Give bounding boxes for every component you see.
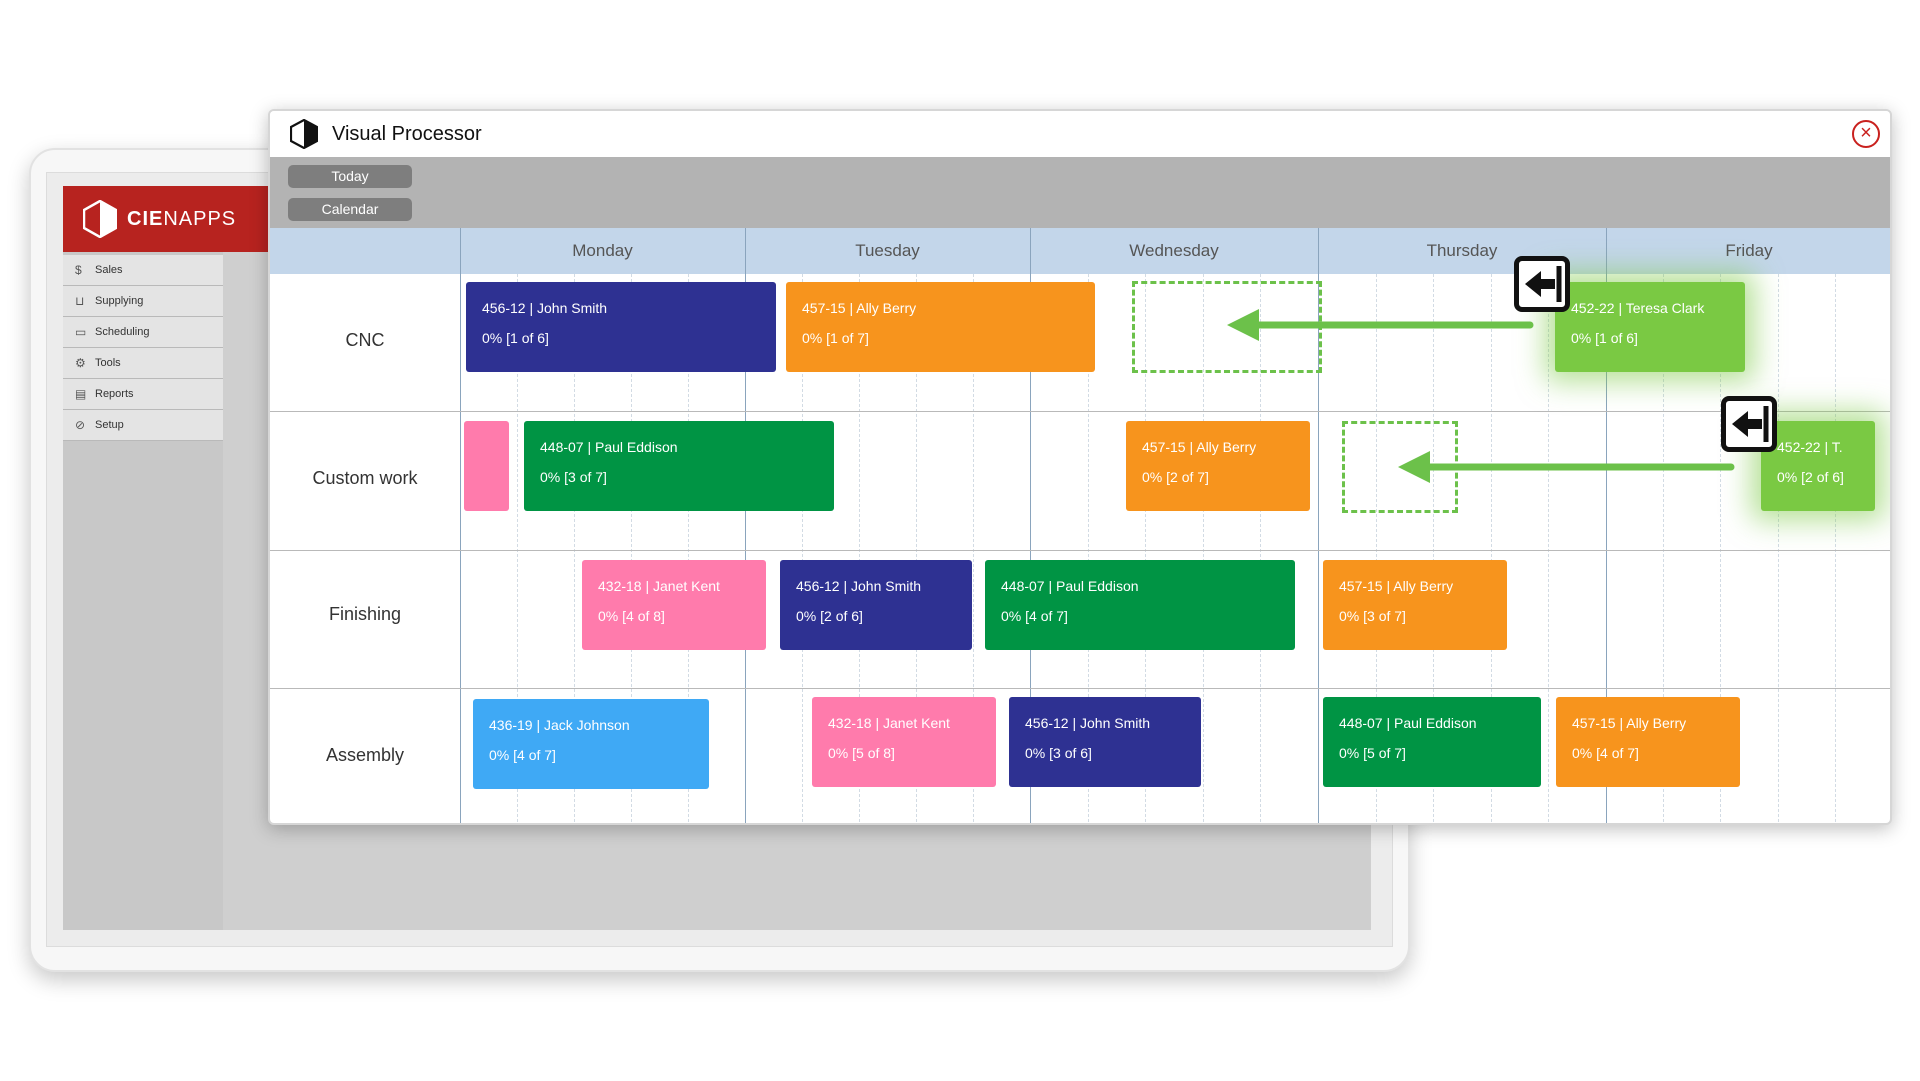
job-block[interactable] xyxy=(464,421,509,511)
gridline xyxy=(802,274,803,823)
sidebar-item-setup[interactable]: ⊘Setup xyxy=(63,410,223,441)
gridline xyxy=(1663,274,1665,823)
day-header-wednesday: Wednesday xyxy=(1129,241,1219,260)
gridline xyxy=(631,274,632,823)
drag-arrow xyxy=(1227,309,1534,341)
column-divider xyxy=(460,228,461,823)
column-divider xyxy=(1030,228,1031,823)
day-header-row: Monday Tuesday Wednesday Thursday Friday xyxy=(270,228,1890,274)
gridline xyxy=(1777,274,1779,823)
sidebar-nav: $Sales ⊔Supplying ▭Scheduling ⚙Tools ▤Re… xyxy=(63,255,223,441)
gridline xyxy=(1834,274,1836,823)
day-header-tuesday: Tuesday xyxy=(855,241,920,260)
column-divider xyxy=(745,228,746,823)
calendar-button[interactable]: Calendar xyxy=(288,198,412,221)
today-button[interactable]: Today xyxy=(288,165,412,188)
row-label-custom-work: Custom work xyxy=(312,468,418,488)
monitor-icon: ▭ xyxy=(75,325,87,339)
row-label-assembly: Assembly xyxy=(325,745,405,765)
app-logo-icon xyxy=(290,119,318,149)
drag-arrow xyxy=(1398,451,1735,483)
gridline xyxy=(1548,274,1550,823)
gridline xyxy=(1260,274,1262,823)
sidebar-item-reports[interactable]: ▤Reports xyxy=(63,379,223,410)
gridline xyxy=(1490,274,1492,823)
cart-icon: ⊔ xyxy=(75,294,85,308)
gridline xyxy=(1375,274,1377,823)
day-header-friday: Friday xyxy=(1725,241,1773,260)
gridline xyxy=(973,274,974,823)
sidebar-item-supplying[interactable]: ⊔Supplying xyxy=(63,286,223,317)
gridline xyxy=(1145,274,1147,823)
close-icon[interactable]: × xyxy=(1852,120,1880,148)
row-divider xyxy=(270,688,1890,689)
gridline xyxy=(1202,274,1204,823)
cienapps-logo-icon xyxy=(83,200,117,238)
sidebar-item-scheduling[interactable]: ▭Scheduling xyxy=(63,317,223,348)
document-icon: ▤ xyxy=(75,387,87,401)
move-left-icon xyxy=(1721,396,1777,452)
job-block-dragging[interactable]: 452-22 | T.0% [2 of 6] xyxy=(1761,421,1875,511)
title-bar: Visual Processor xyxy=(270,111,1890,157)
brand-name: CIENAPPS xyxy=(127,207,237,230)
row-divider xyxy=(270,411,1890,412)
gridline xyxy=(688,274,689,823)
sidebar-item-tools[interactable]: ⚙Tools xyxy=(63,348,223,379)
gridline xyxy=(916,274,917,823)
row-divider xyxy=(270,550,1890,551)
row-label-finishing: Finishing xyxy=(328,604,402,624)
gridline xyxy=(1433,274,1435,823)
toolbar: Today Calendar xyxy=(270,157,1890,228)
gear-icon: ⚙ xyxy=(75,356,86,370)
gridline xyxy=(1720,274,1722,823)
window-title: Visual Processor xyxy=(332,122,482,145)
day-header-thursday: Thursday xyxy=(1426,241,1498,260)
schedule-grid: CNC Custom work Finishing Assembly 456-1… xyxy=(270,228,1890,823)
gridline xyxy=(859,274,860,823)
brand-header: CIENAPPS xyxy=(63,186,275,252)
row-label-cnc: CNC xyxy=(345,330,385,350)
check-circle-icon: ⊘ xyxy=(75,418,86,432)
gridline xyxy=(517,274,518,823)
move-left-icon xyxy=(1514,256,1570,312)
column-divider xyxy=(1606,228,1607,823)
column-divider xyxy=(1318,228,1319,823)
dollar-icon: $ xyxy=(75,263,82,277)
gridline xyxy=(1087,274,1089,823)
day-header-monday: Monday xyxy=(572,241,633,260)
gridline xyxy=(574,274,575,823)
sidebar-item-sales[interactable]: $Sales xyxy=(63,255,223,286)
